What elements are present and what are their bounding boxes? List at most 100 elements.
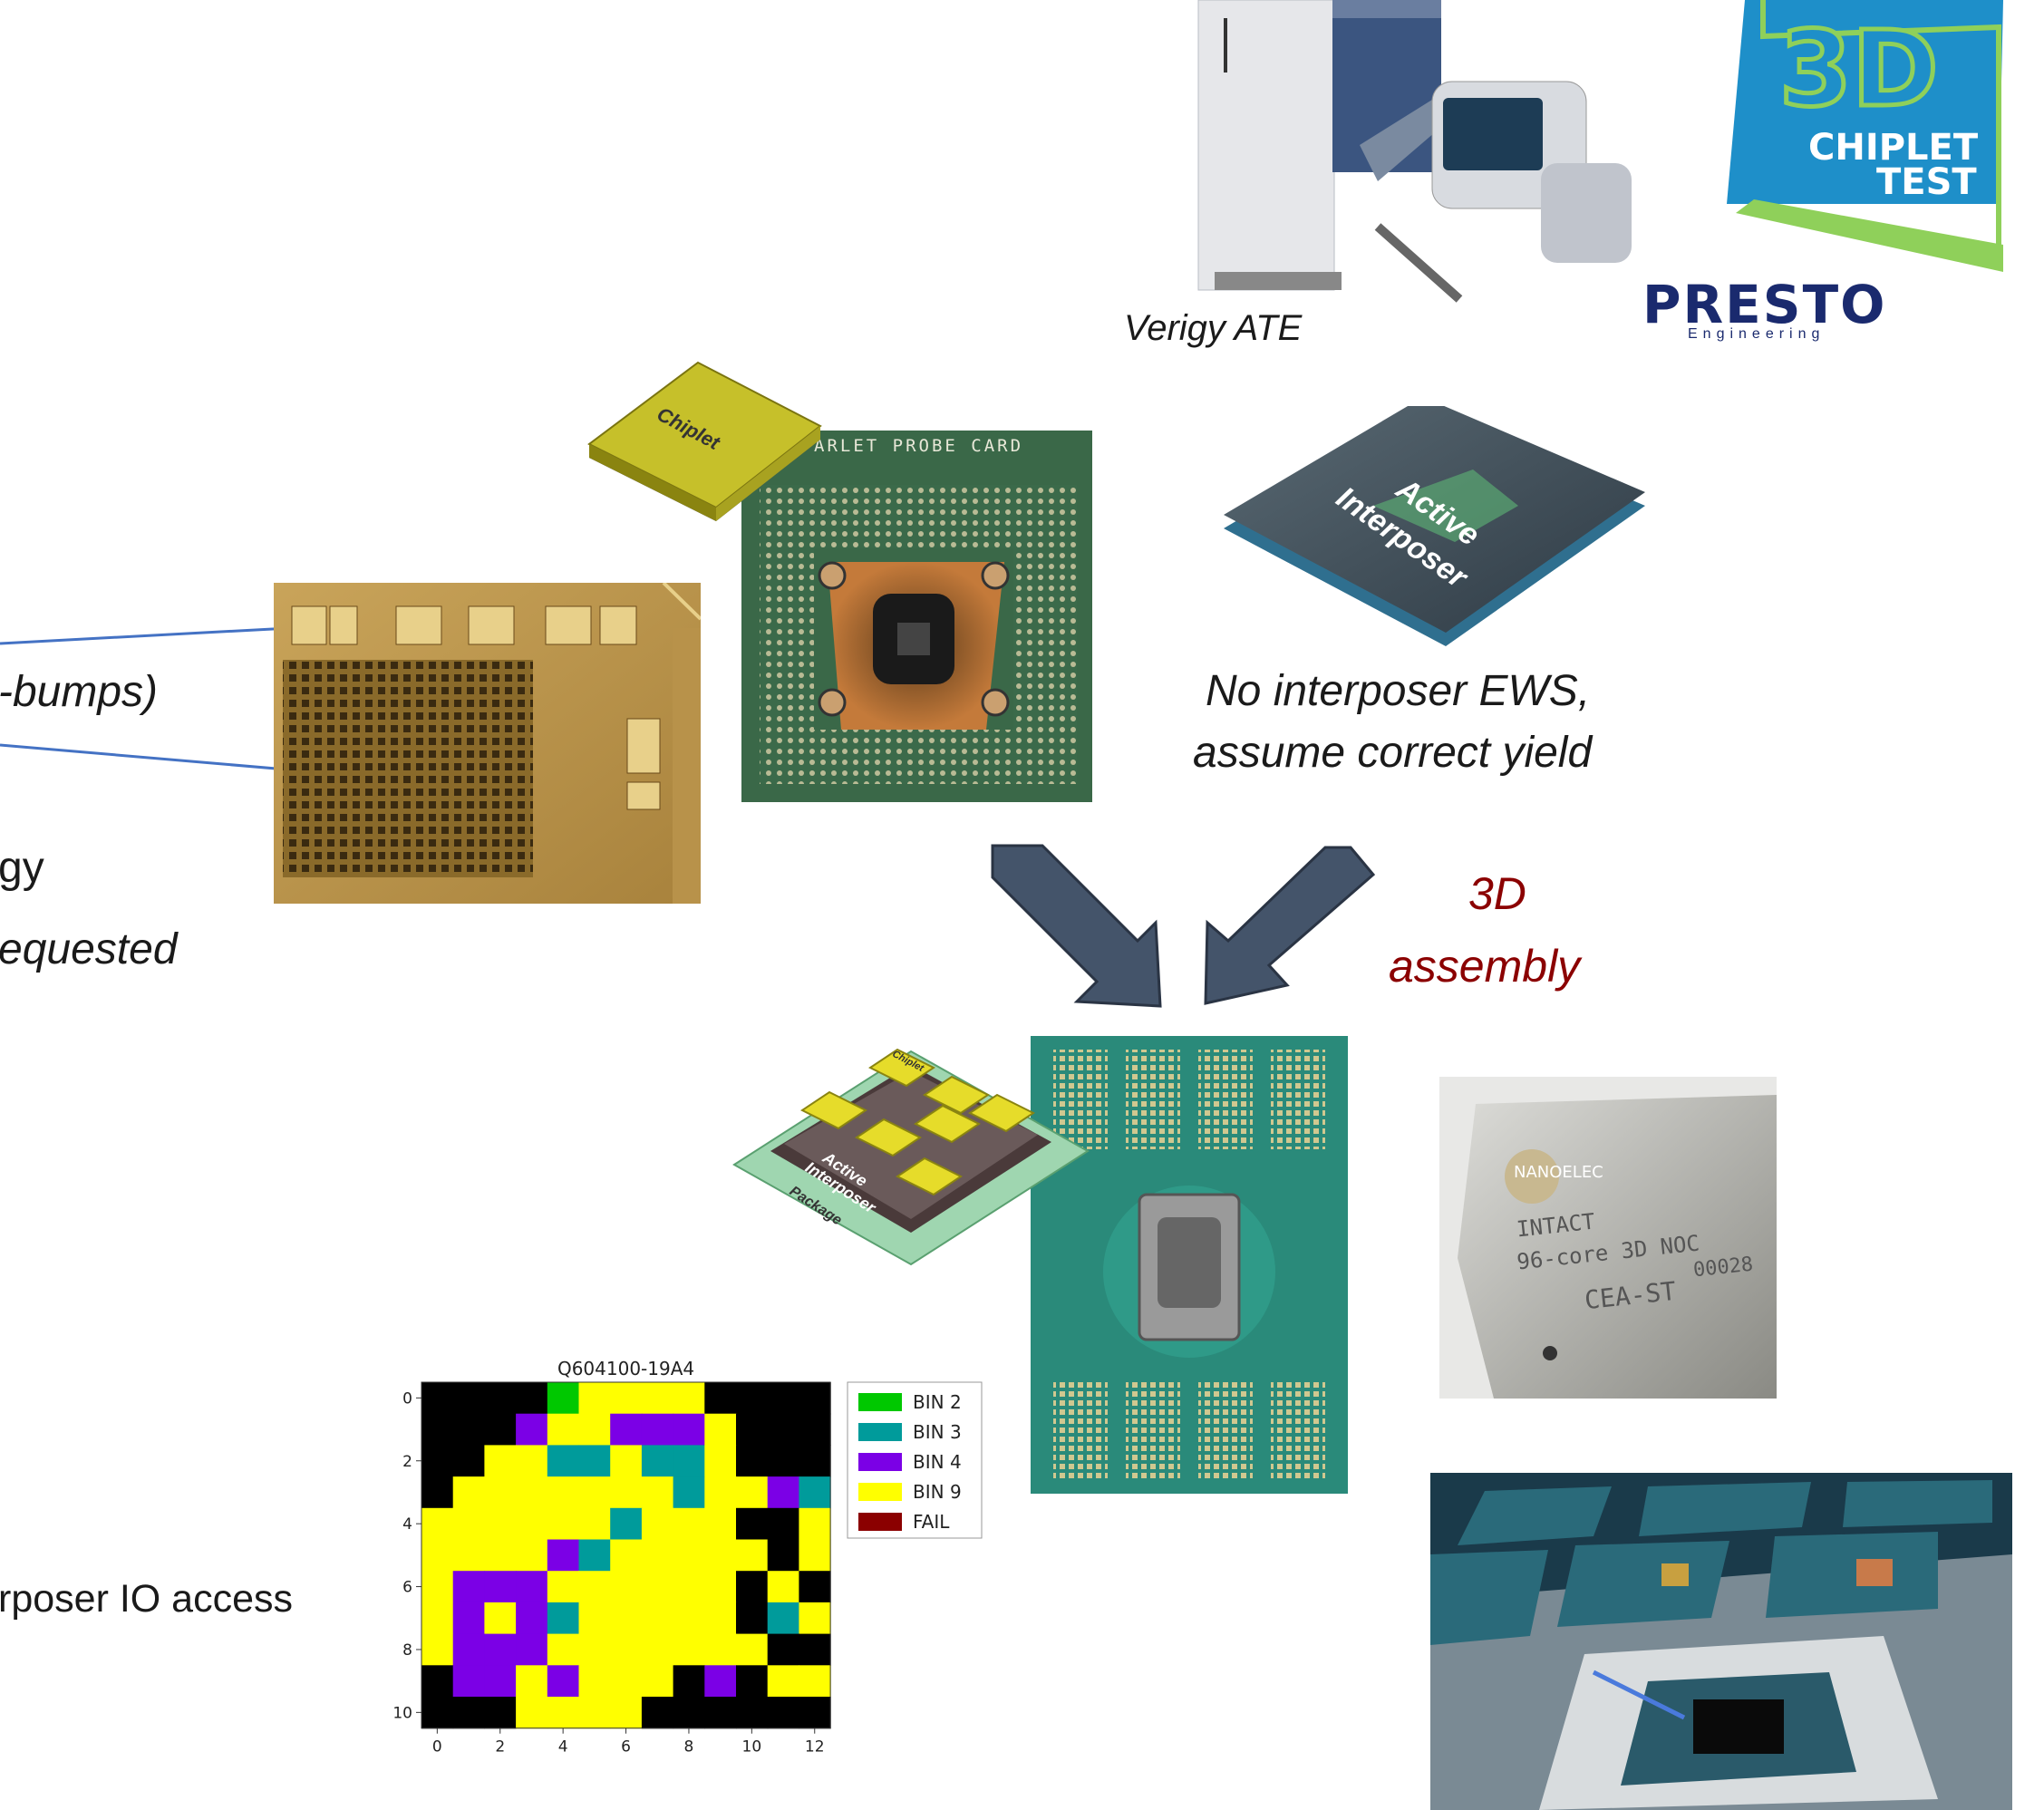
package-3d-render: Chiplet Active Interposer Package — [730, 1033, 1092, 1269]
wafer-cell — [767, 1571, 799, 1603]
legend-label: BIN 3 — [913, 1421, 962, 1443]
wafer-cell — [673, 1602, 705, 1635]
wafer-cell — [767, 1539, 799, 1572]
assembly-label-assembly: assembly — [1389, 941, 1581, 992]
wafer-cell — [673, 1382, 705, 1415]
wafer-cell — [578, 1665, 611, 1698]
wafer-cell — [736, 1602, 769, 1635]
wafer-cell — [736, 1382, 769, 1415]
wafer-cell — [704, 1507, 737, 1541]
wafer-cell — [641, 1476, 674, 1509]
legend-swatch — [858, 1513, 902, 1531]
y-tick-label: 10 — [392, 1704, 412, 1722]
wafer-cell — [516, 1602, 548, 1635]
wafer-map-frame — [421, 1381, 831, 1729]
wafer-cell — [421, 1539, 454, 1572]
wafer-cell — [610, 1633, 643, 1666]
wafer-cell — [547, 1571, 580, 1603]
logo-chiplet-text: CHIPLET — [1808, 127, 1979, 169]
wafer-cell — [484, 1413, 517, 1446]
wafer-cell — [452, 1445, 485, 1477]
wafer-cell — [484, 1445, 517, 1477]
wafer-cell — [736, 1476, 769, 1509]
wafer-cell — [767, 1413, 799, 1446]
wafer-cell — [641, 1665, 674, 1698]
wafer-cell — [641, 1571, 674, 1603]
wafer-cell — [767, 1665, 799, 1698]
arrow-left-down — [991, 844, 1162, 1008]
wafer-cell — [516, 1507, 548, 1541]
wafer-cell — [799, 1413, 831, 1446]
y-tick-label: 2 — [402, 1453, 412, 1471]
wafer-cell — [799, 1382, 831, 1415]
chiplet-3d-block: Chiplet — [580, 349, 825, 530]
wafer-cell — [578, 1539, 611, 1572]
wafer-cell — [641, 1697, 674, 1729]
wafer-cell — [421, 1665, 454, 1698]
left-text-requested: equested — [0, 925, 178, 973]
wafer-cell — [452, 1507, 485, 1541]
wafer-cell — [578, 1571, 611, 1603]
active-interposer-render: Active Interposer — [1219, 397, 1654, 651]
wafer-cell — [547, 1602, 580, 1635]
wafer-cell — [641, 1507, 674, 1541]
wafer-cell — [704, 1633, 737, 1666]
wafer-cell — [799, 1445, 831, 1477]
legend-label: BIN 9 — [913, 1481, 962, 1503]
wafer-cell — [547, 1382, 580, 1415]
wafer-cell — [673, 1507, 705, 1541]
wafer-cell — [484, 1697, 517, 1729]
wafer-cell — [578, 1413, 611, 1446]
wafer-cell — [578, 1382, 611, 1415]
legend-swatch — [858, 1393, 902, 1411]
wafer-cell — [421, 1571, 454, 1603]
wafer-cell — [516, 1413, 548, 1446]
wafer-cell — [736, 1665, 769, 1698]
wafer-cell — [547, 1665, 580, 1698]
wafer-cell — [452, 1413, 485, 1446]
wafer-cell — [610, 1476, 643, 1509]
wafer-cell — [516, 1571, 548, 1603]
wafer-cell — [610, 1602, 643, 1635]
legend-swatch — [858, 1423, 902, 1441]
legend-swatch — [858, 1453, 902, 1471]
ate-caption: Verigy ATE — [1124, 308, 1303, 348]
wafer-cell — [704, 1539, 737, 1572]
wafer-cell — [799, 1633, 831, 1666]
interposer-caption-line2: assume correct yield — [1193, 729, 1593, 777]
wafer-cell — [704, 1697, 737, 1729]
wafer-cell — [799, 1539, 831, 1572]
wafer-cell — [641, 1382, 674, 1415]
wafer-cell — [421, 1476, 454, 1509]
x-tick-label: 10 — [742, 1738, 762, 1757]
packaged-chip-photo: NANOELEC INTACT 96-core 3D NOC 00028 CEA… — [1439, 1077, 1777, 1399]
x-tick-label: 6 — [621, 1738, 631, 1757]
wafer-cell — [484, 1539, 517, 1572]
left-text-energy: gy — [0, 844, 44, 892]
chip-tray-photo — [1430, 1473, 2012, 1810]
legend-swatch — [858, 1483, 902, 1501]
wafer-cell — [736, 1633, 769, 1666]
wafer-cell — [767, 1602, 799, 1635]
y-tick-label: 8 — [402, 1641, 412, 1660]
wafer-cell — [547, 1633, 580, 1666]
wafer-cell — [421, 1445, 454, 1477]
wafer-cell — [578, 1633, 611, 1666]
wafer-cell — [673, 1633, 705, 1666]
wafer-cell — [673, 1476, 705, 1509]
wafer-cell — [452, 1571, 485, 1603]
wafer-cell — [704, 1571, 737, 1603]
presto-logo: PRESTO Engineering — [1642, 274, 1942, 352]
wafer-cell — [547, 1697, 580, 1729]
interposer-caption-line1: No interposer EWS, — [1206, 667, 1591, 715]
wafer-cell — [547, 1413, 580, 1446]
wafer-cell — [767, 1382, 799, 1415]
wafer-cell — [421, 1697, 454, 1729]
wafer-cell — [673, 1665, 705, 1698]
wafer-cell — [610, 1571, 643, 1603]
wafer-cell — [452, 1382, 485, 1415]
wafer-cell — [736, 1697, 769, 1729]
wafer-cell — [421, 1382, 454, 1415]
wafer-cell — [516, 1665, 548, 1698]
